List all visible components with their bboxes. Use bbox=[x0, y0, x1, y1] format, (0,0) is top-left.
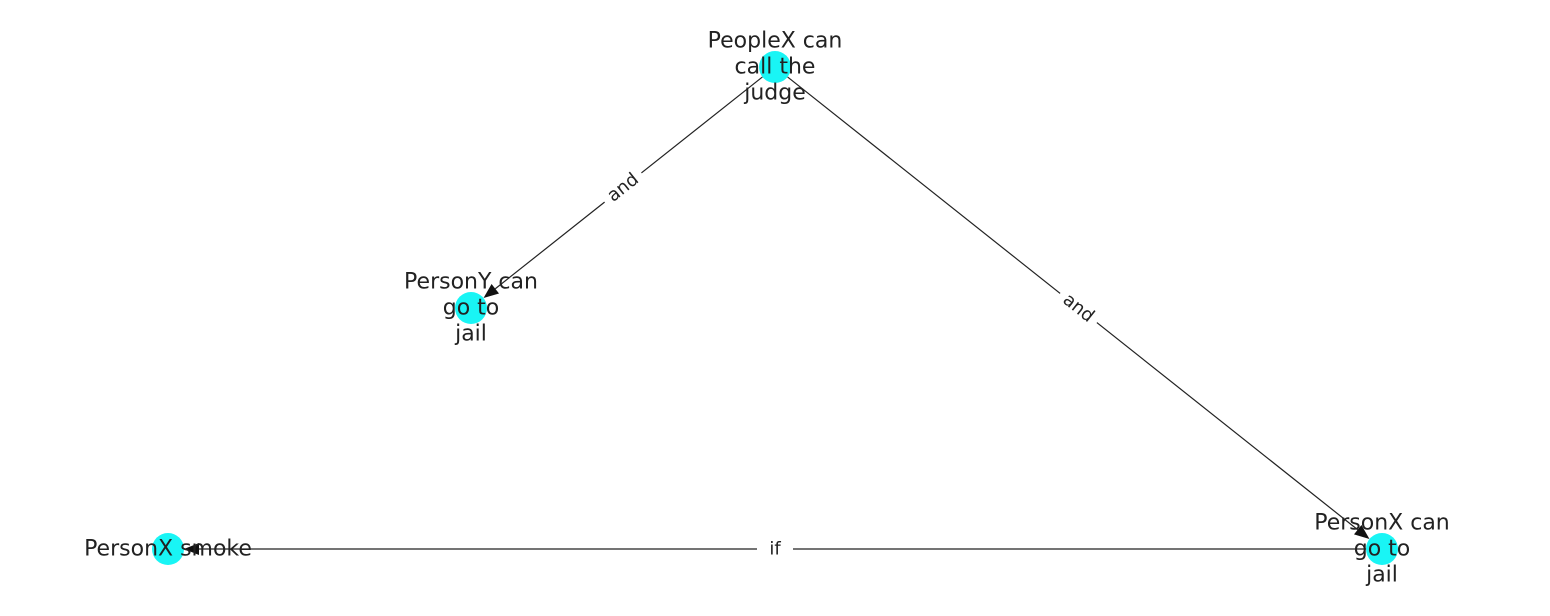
node-label-personx_smoke: PersonX smoke bbox=[84, 537, 252, 562]
arrowhead-icon bbox=[184, 543, 199, 555]
edge-label: if bbox=[757, 536, 793, 562]
edge-label: and bbox=[596, 162, 650, 213]
node-label-line: judge bbox=[743, 81, 806, 106]
edge-label-text: if bbox=[769, 539, 781, 560]
edge-label: and bbox=[1052, 283, 1105, 333]
nodes-layer bbox=[152, 51, 1398, 565]
node-label-line: PeopleX can bbox=[708, 29, 843, 54]
node-label-line: call the bbox=[735, 55, 816, 80]
edges-layer bbox=[184, 76, 1370, 555]
node-label-line: go to bbox=[443, 296, 500, 321]
node-circle-peoplex_judge bbox=[759, 51, 791, 83]
node-label-line: jail bbox=[1365, 563, 1398, 588]
node-label-line: go to bbox=[1354, 537, 1411, 562]
edge-label-background bbox=[596, 162, 650, 213]
node-circle-persony_jail bbox=[455, 292, 487, 324]
node-label-line: PersonX can bbox=[1314, 511, 1450, 536]
node-circle-personx_jail bbox=[1366, 533, 1398, 565]
node-circle-personx_smoke bbox=[152, 533, 184, 565]
arrowhead-icon bbox=[483, 284, 500, 299]
node-label-line: PersonY can bbox=[404, 270, 538, 295]
edge-label-background bbox=[757, 536, 793, 562]
node-label-line: jail bbox=[454, 322, 487, 347]
arrowhead-icon bbox=[1353, 525, 1370, 540]
node-label-line: PersonX smoke bbox=[84, 537, 252, 562]
edge-label-background bbox=[1052, 283, 1105, 333]
